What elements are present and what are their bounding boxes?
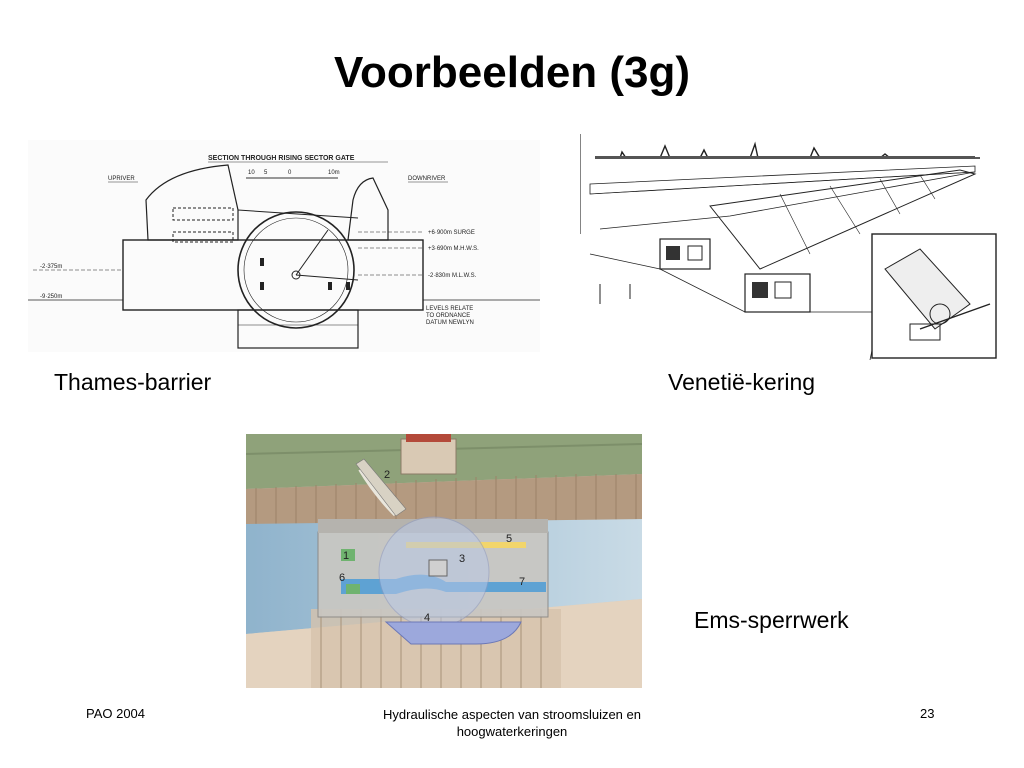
level-right-3: -2·830m M.L.W.S. [428, 273, 477, 279]
scale-5: 5 [264, 170, 268, 176]
thames-heading: SECTION THROUGH RISING SECTOR GATE [208, 155, 355, 162]
footer-center-line-1: Hydraulische aspecten van stroomsluizen … [383, 707, 641, 722]
scale-10: 10 [248, 170, 255, 176]
downriver-label: DOWNRIVER [408, 176, 446, 182]
ems-number-3: 3 [459, 553, 465, 565]
slide-title: Voorbeelden (3g) [333, 48, 691, 97]
ems-render-svg: 1 2 3 4 5 6 7 [246, 434, 642, 688]
upriver-label: UPRIVER [108, 176, 135, 182]
ems-barrier-render: 1 2 3 4 5 6 7 [246, 434, 642, 688]
level-left-2: -9·250m [40, 294, 62, 300]
thames-barrier-drawing: SECTION THROUGH RISING SECTOR GATE 10 5 … [28, 140, 540, 352]
scale-0: 0 [288, 170, 292, 176]
ems-number-6: 6 [339, 572, 345, 584]
ems-number-4: 4 [424, 612, 430, 624]
ems-number-2: 2 [384, 469, 390, 481]
level-right-1: +6·900m SURGE [428, 230, 475, 236]
note-line-2: TO ORDNANCE [426, 313, 470, 319]
ems-number-5: 5 [506, 533, 512, 545]
note-line-1: LEVELS RELATE [426, 306, 473, 312]
ems-number-7: 7 [519, 576, 525, 588]
page-number: 23 [920, 706, 935, 721]
scale-10m: 10m [328, 170, 340, 176]
venice-perspective-svg [580, 134, 998, 360]
footer-left: PAO 2004 [86, 706, 146, 721]
note-line-3: DATUM NEWLYN [426, 320, 474, 326]
ems-number-1: 1 [343, 550, 349, 562]
footer-center: Hydraulische aspecten van stroomsluizen … [352, 706, 672, 740]
ems-caption: Ems-sperrwerk [694, 607, 849, 633]
venice-caption: Venetië-kering [668, 369, 816, 395]
level-right-2: +3·690m M.H.W.S. [428, 246, 479, 252]
venice-barrier-drawing [580, 134, 998, 360]
thames-section-svg: SECTION THROUGH RISING SECTOR GATE 10 5 … [28, 140, 540, 352]
level-left-1: -2·375m [40, 264, 62, 270]
thames-caption: Thames-barrier [54, 369, 212, 395]
footer-center-line-2: hoogwaterkeringen [456, 724, 568, 739]
